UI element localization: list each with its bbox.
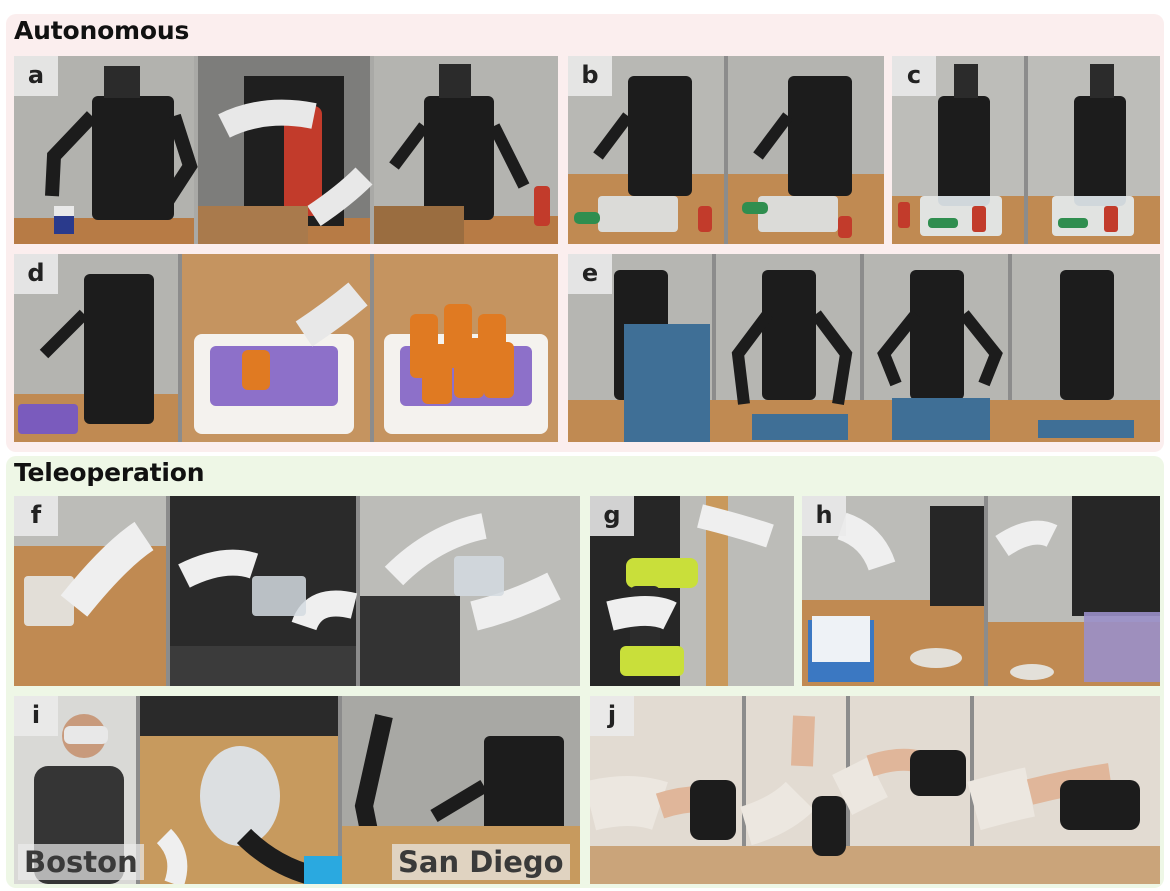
panel-c-photos	[892, 56, 1160, 244]
panel-label-h: h	[802, 496, 846, 536]
panel-label-e: e	[568, 254, 612, 294]
panel-a-photos	[14, 56, 558, 244]
panel-i: i Boston San Diego	[14, 696, 580, 884]
panel-a: a	[14, 56, 558, 244]
teleoperation-section-title: Teleoperation	[14, 458, 205, 487]
panel-e: e	[568, 254, 1160, 442]
panel-label-i: i	[14, 696, 58, 736]
panel-h-photos	[802, 496, 1160, 686]
panel-d: d	[14, 254, 558, 442]
panel-label-b: b	[568, 56, 612, 96]
panel-j-photos	[590, 696, 1160, 884]
panel-j: j	[590, 696, 1160, 884]
panel-label-c: c	[892, 56, 936, 96]
autonomous-section-title: Autonomous	[14, 16, 190, 45]
panel-label-j: j	[590, 696, 634, 736]
panel-label-d: d	[14, 254, 58, 294]
location-label-right: San Diego	[392, 844, 570, 880]
panel-h: h	[802, 496, 1160, 686]
panel-f-photos	[14, 496, 580, 686]
panel-f: f	[14, 496, 580, 686]
panel-b: b	[568, 56, 884, 244]
panel-g-photo	[590, 496, 794, 686]
panel-c: c	[892, 56, 1160, 244]
panel-d-photos	[14, 254, 558, 442]
panel-label-g: g	[590, 496, 634, 536]
panel-e-photos	[568, 254, 1160, 442]
panel-g: g	[590, 496, 794, 686]
location-label-left: Boston	[18, 844, 144, 880]
panel-label-a: a	[14, 56, 58, 96]
panel-label-f: f	[14, 496, 58, 536]
panel-b-photos	[568, 56, 884, 244]
